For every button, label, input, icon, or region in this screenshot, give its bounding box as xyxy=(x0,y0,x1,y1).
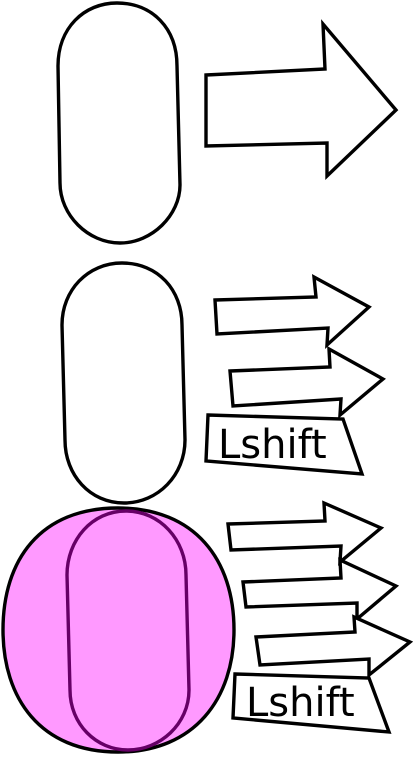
rounded-diamond-shape xyxy=(1,506,236,754)
label-lshift-2: Lshift xyxy=(218,422,327,468)
label-box-3 xyxy=(231,672,392,734)
arrow-2b xyxy=(228,346,386,419)
arrow-3a xyxy=(226,500,385,566)
label-lshift-3: Lshift xyxy=(246,680,355,726)
arrow-large xyxy=(204,19,399,180)
capsule-shape-1 xyxy=(56,1,182,245)
panel-1 xyxy=(56,1,399,245)
panel-2: Lshift xyxy=(60,261,386,505)
arrow-2a xyxy=(213,273,372,350)
capsule-shape-3 xyxy=(65,509,191,752)
label-box-2 xyxy=(204,413,365,476)
arrow-3c xyxy=(254,614,413,679)
panel-3: Lshift xyxy=(1,500,413,754)
capsule-shape-2 xyxy=(60,261,187,505)
arrow-3b xyxy=(241,557,400,623)
